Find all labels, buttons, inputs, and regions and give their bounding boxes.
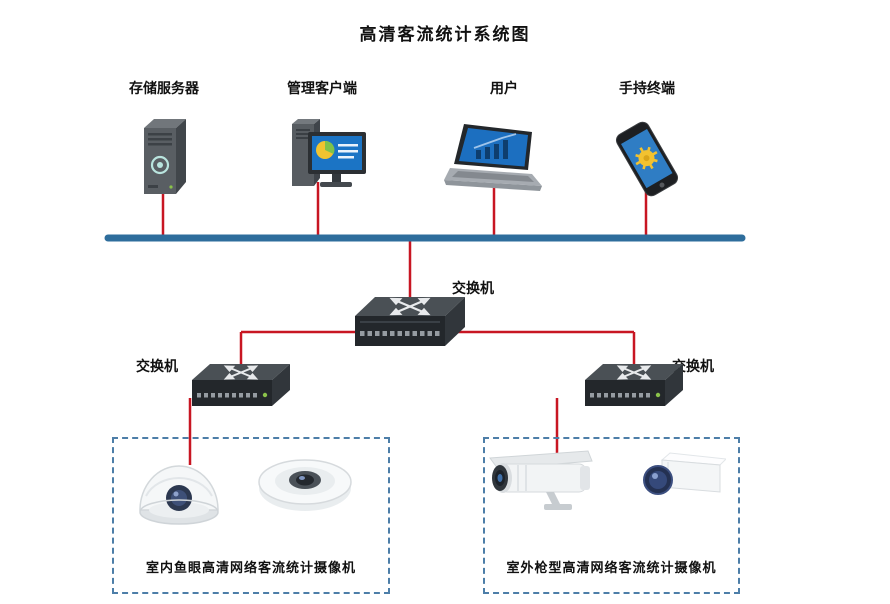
indoor-camera-caption: 室内鱼眼高清网络客流统计摄像机 — [145, 560, 356, 575]
indoor-camera-group: 室内鱼眼高清网络客流统计摄像机 — [112, 437, 390, 594]
box-camera-icon — [638, 450, 726, 516]
label-left-switch: 交换机 — [136, 360, 178, 375]
label-storage-server: 存储服务器 — [129, 82, 199, 97]
laptop-icon — [444, 122, 544, 196]
outdoor-camera-group: 室外枪型高清网络客流统计摄像机 — [483, 437, 740, 594]
label-user: 用户 — [490, 82, 518, 97]
label-core-switch: 交换机 — [452, 282, 494, 297]
label-management-client: 管理客户端 — [287, 82, 357, 97]
outdoor-camera-caption: 室外枪型高清网络客流统计摄像机 — [506, 560, 717, 575]
right-switch-icon — [585, 362, 683, 412]
bullet-camera-icon — [484, 442, 602, 520]
fisheye-saucer-camera-icon — [256, 452, 354, 514]
handheld-terminal-icon — [610, 116, 684, 204]
fisheye-dome-camera-icon — [133, 446, 225, 528]
management-client-icon — [272, 118, 372, 200]
diagram-title: 高清客流统计系统图 — [359, 25, 531, 44]
left-switch-icon — [192, 362, 290, 412]
storage-server-icon — [132, 116, 196, 202]
core-switch-icon — [355, 294, 465, 352]
label-handheld-terminal: 手持终端 — [619, 82, 675, 97]
